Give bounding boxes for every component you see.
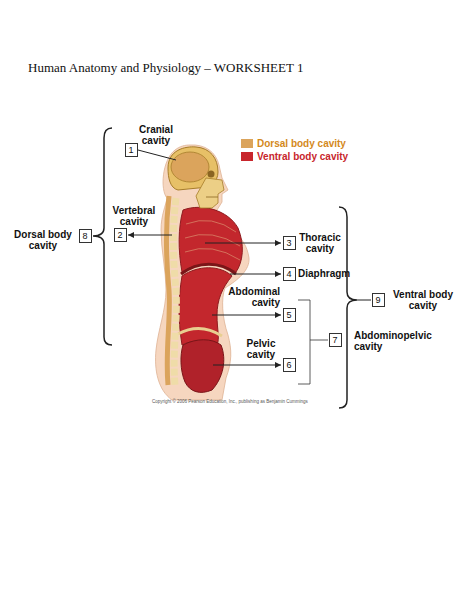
part-label: Ventral body cavity — [389, 289, 457, 311]
legend-swatch — [241, 139, 253, 148]
legend-text: Dorsal body cavity — [257, 138, 346, 149]
callout-number: 7 — [332, 335, 337, 345]
part-label: Abdominal cavity — [226, 286, 280, 308]
callout-number: 5 — [286, 310, 291, 320]
abdominal-cavity — [179, 268, 232, 345]
leader-arrow — [212, 315, 281, 316]
part-label: Abdominopelvic cavity — [354, 330, 438, 352]
callout-number: 2 — [117, 230, 122, 240]
callout-number: 4 — [286, 269, 291, 279]
title-holder: Human Anatomy and Physiology – WORKSHEET… — [28, 60, 303, 75]
title: Human Anatomy and Physiology – WORKSHEET… — [28, 60, 303, 75]
callout-box: 7 — [329, 333, 342, 347]
label-holder: Copyright © 2006 Pearson Education, Inc.… — [152, 399, 308, 404]
face-bones — [196, 178, 224, 208]
eye-socket — [208, 171, 215, 178]
label-holder: Pelvic cavity — [242, 338, 280, 360]
callout-box: 1 — [125, 143, 138, 157]
copyright-note: Copyright © 2006 Pearson Education, Inc.… — [152, 399, 308, 404]
callout-number: 1 — [128, 145, 133, 155]
part-label: Thoracic cavity — [297, 232, 343, 254]
label-holder: Diaphragm — [298, 268, 350, 279]
pelvic-cavity — [181, 340, 224, 393]
leader-arrow — [230, 274, 281, 275]
diaphragm — [181, 264, 236, 274]
cranial-cavity — [171, 152, 209, 182]
label-holder: Dorsal body cavity — [12, 229, 74, 251]
callout-number: 9 — [375, 295, 380, 305]
label-holder: Abdominopelvic cavity — [354, 330, 438, 352]
legend-swatch — [241, 152, 253, 161]
callout-box: 9 — [372, 293, 385, 307]
part-label: Vertebral cavity — [109, 205, 159, 227]
part-label: Diaphragm — [298, 268, 350, 279]
teeth-line — [206, 197, 218, 198]
body-silhouette — [156, 145, 250, 400]
leader-line — [357, 300, 371, 301]
label-holder: Vertebral cavity — [109, 205, 159, 227]
callout-box: 3 — [283, 236, 296, 250]
part-label: Dorsal body cavity — [12, 229, 74, 251]
abdominopelvic-bracket — [298, 300, 328, 384]
callout-box: 4 — [283, 267, 296, 281]
callout-box: 2 — [114, 228, 127, 242]
label-holder: Ventral body cavity — [389, 289, 457, 311]
label-holder: Cranial cavity — [135, 124, 177, 146]
callout-number: 3 — [286, 238, 291, 248]
leader-arrow — [205, 243, 281, 244]
dorsal-brace — [93, 128, 112, 345]
rib — [186, 220, 236, 232]
vertebral-column — [173, 198, 176, 385]
vertebral-cavity — [166, 196, 169, 385]
label-holder: Thoracic cavity — [297, 232, 343, 254]
leader-arrow — [213, 365, 281, 366]
leader-arrow — [128, 235, 172, 236]
legend-item: Ventral body cavity — [241, 151, 348, 162]
part-label: Cranial cavity — [135, 124, 177, 146]
legend-text: Ventral body cavity — [257, 151, 348, 162]
callout-number: 8 — [82, 231, 87, 241]
legend-item: Dorsal body cavity — [241, 138, 346, 149]
ventral-brace — [339, 207, 357, 408]
callout-box: 5 — [283, 308, 296, 322]
part-label: Pelvic cavity — [242, 338, 280, 360]
callout-box: 8 — [79, 229, 92, 243]
leader-line — [138, 150, 176, 160]
label-holder: Abdominal cavity — [226, 286, 280, 308]
callout-box: 6 — [283, 358, 296, 372]
callout-number: 6 — [286, 360, 291, 370]
pelvic-bone — [178, 328, 222, 336]
rib — [185, 234, 240, 246]
thoracic-cavity — [179, 207, 242, 272]
rib — [185, 248, 240, 260]
